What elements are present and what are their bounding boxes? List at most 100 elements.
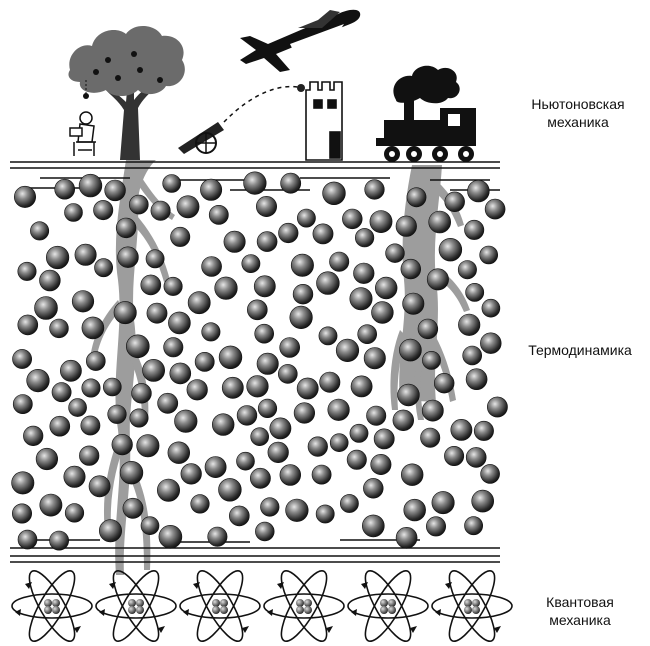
molecule-sphere-icon [426,268,449,291]
molecule-sphere-icon [26,369,50,393]
molecule-sphere-icon [229,505,250,527]
molecule-sphere-icon [279,337,301,358]
molecule-sphere-icon [285,498,309,522]
molecule-sphere-icon [371,301,394,324]
molecule-sphere-icon [402,292,425,315]
molecule-sphere-icon [253,275,276,298]
molecule-sphere-icon [49,530,70,551]
molecule-sphere-icon [335,338,360,363]
molecule-sphere-icon [214,276,238,300]
molecule-sphere-icon [385,243,405,263]
molecule-sphere-icon [94,258,114,278]
molecule-sphere-icon [349,423,369,443]
molecule-sphere-icon [145,249,165,269]
molecule-sphere-icon [373,428,395,450]
molecule-sphere-icon [401,463,424,486]
atom-icon [179,564,261,646]
molecule-sphere-icon [17,261,37,281]
molecule-sphere-icon [249,467,271,489]
molecule-sphere-icon [357,324,378,345]
molecule-sphere-icon [218,478,242,502]
molecule-sphere-icon [212,413,235,436]
molecule-sphere-icon [370,453,392,475]
molecule-sphere-icon [464,516,484,536]
molecule-sphere-icon [113,301,137,325]
molecule-sphere-icon [473,420,494,441]
molecule-sphere-icon [169,362,192,385]
molecule-sphere-icon [64,503,85,523]
molecule-sphere-icon [194,351,215,372]
molecule-sphere-icon [200,178,223,201]
molecule-sphere-icon [484,198,506,220]
molecule-sphere-icon [115,217,137,239]
molecule-sphere-icon [23,425,44,447]
molecule-sphere-icon [465,282,485,302]
molecule-sphere-icon [464,219,485,240]
molecule-sphere-icon [254,323,275,344]
molecule-sphere-icon [318,326,338,346]
label-thermodynamics-line1: Термодинамика [528,342,632,358]
molecule-sphere-icon [471,489,495,513]
cannon-icon [178,84,305,154]
molecule-sphere-icon [81,378,101,398]
molecule-sphere-icon [60,359,82,382]
molecule-sphere-icon [176,195,200,219]
molecule-sphere-icon [296,208,316,228]
molecule-sphere-icon [422,350,441,370]
molecule-sphere-icon [260,497,280,517]
molecule-sphere-icon [329,433,349,453]
molecule-sphere-icon [399,338,422,362]
molecule-sphere-icon [243,171,267,195]
molecule-sphere-icon [375,276,398,300]
molecule-sphere-icon [12,503,32,524]
molecule-sphere-icon [428,210,452,234]
molecule-sphere-icon [458,313,481,336]
label-quantum-mechanics: Квантовая механика [525,593,635,629]
molecule-sphere-icon [296,377,319,400]
molecule-sphere-icon [81,316,105,340]
atom-icon [263,564,345,646]
molecule-sphere-icon [201,256,222,277]
molecule-sphere-icon [174,409,198,433]
molecule-sphere-icon [256,231,278,252]
molecule-sphere-icon [450,418,473,441]
molecule-sphere-icon [79,445,100,466]
molecule-sphere-icon [136,434,160,458]
label-newtonian-line1: Ньютоновская [531,96,625,112]
molecule-sphere-icon [140,516,160,536]
molecule-sphere-icon [119,461,144,485]
molecule-sphere-icon [158,524,183,549]
label-newtonian-mechanics: Ньютоновская механика [518,95,638,131]
molecule-sphere-icon [355,228,375,248]
molecule-sphere-icon [349,287,373,311]
molecule-sphere-icon [221,376,244,399]
molecule-sphere-icon [438,238,463,262]
molecule-sphere-icon [290,253,314,277]
molecule-sphere-icon [312,223,334,245]
molecule-sphere-icon [129,194,149,215]
label-quantum-line2: механика [549,612,611,628]
molecule-sphere-icon [17,529,38,550]
airplane-icon [240,9,361,73]
molecule-sphere-icon [250,427,270,447]
molecule-sphere-icon [255,196,277,218]
molecule-sphere-icon [277,364,298,384]
molecule-sphere-icon [327,398,350,421]
molecule-sphere-icon [11,471,35,495]
molecule-sphere-icon [434,373,455,394]
molecule-sphere-icon [45,245,70,270]
molecule-sphere-icon [78,173,103,198]
molecule-sphere-icon [363,347,386,370]
molecule-sphere-icon [267,441,289,464]
molecule-sphere-icon [465,368,488,391]
molecule-sphere-icon [431,491,455,515]
molecule-sphere-icon [269,417,292,440]
molecule-sphere-icon [293,402,316,424]
molecule-sphere-icon [444,445,465,466]
molecule-sphere-icon [201,322,221,342]
molecule-sphere-icon [163,276,183,296]
molecule-sphere-icon [322,181,346,206]
molecule-sphere-icon [17,314,39,336]
molecule-sphere-icon [146,302,168,324]
molecule-sphere-icon [140,274,162,296]
